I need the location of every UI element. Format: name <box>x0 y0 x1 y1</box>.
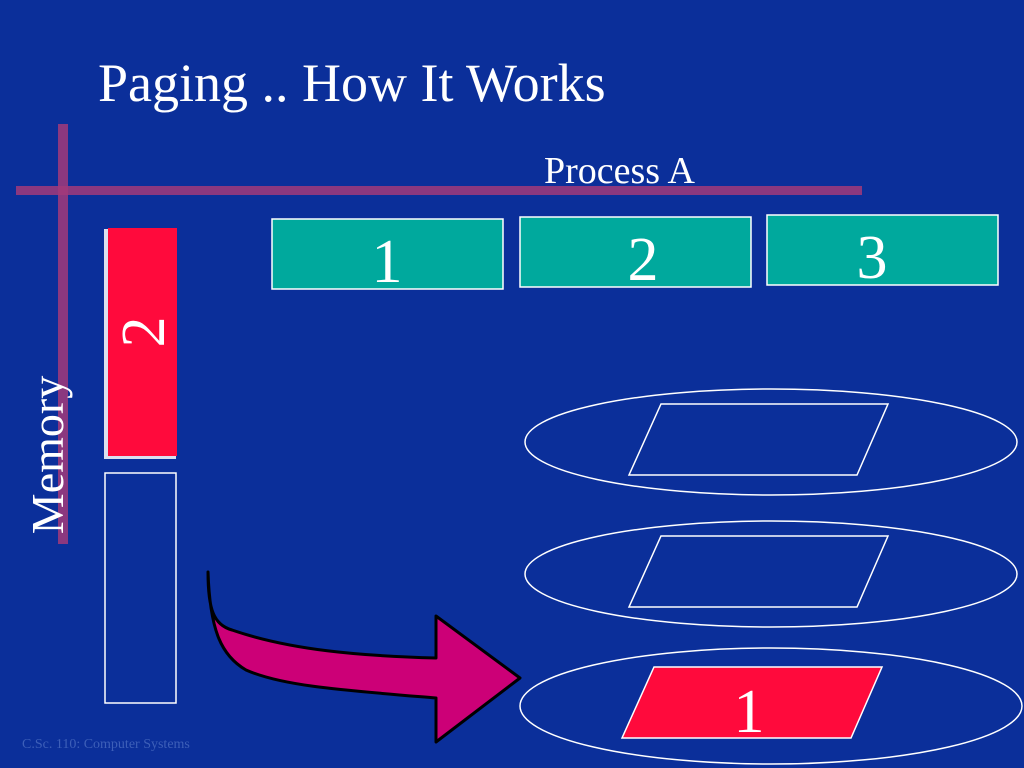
disk-slot-3 <box>519 647 1023 765</box>
process-page-2 <box>519 216 752 288</box>
disk-slot-1 <box>524 388 1018 496</box>
horizontal-rule <box>16 186 862 195</box>
vertical-rule <box>58 124 68 544</box>
process-page-3-label: 3 <box>857 224 888 292</box>
disk-slot-3-label: 1 <box>734 678 765 746</box>
slide-title: Paging .. How It Works <box>98 53 606 113</box>
memory-frame-1 <box>108 228 177 456</box>
footer-text: C.Sc. 110: Computer Systems <box>22 737 190 752</box>
page-out-arrow <box>206 570 522 744</box>
disk-slot-3-page <box>620 666 884 739</box>
process-page-1-label: 1 <box>372 228 403 296</box>
process-page-1 <box>271 218 504 290</box>
process-page-3 <box>766 214 999 286</box>
memory-frame-2 <box>104 472 177 704</box>
disk-slot-1-page <box>627 403 890 476</box>
memory-label: Memory <box>22 375 73 535</box>
process-page-2-label: 2 <box>628 226 659 294</box>
disk-slot-2 <box>524 520 1018 628</box>
disk-slot-2-page <box>627 535 890 608</box>
process-label: Process A <box>544 150 695 192</box>
memory-frame-1-label: 2 <box>110 317 178 348</box>
